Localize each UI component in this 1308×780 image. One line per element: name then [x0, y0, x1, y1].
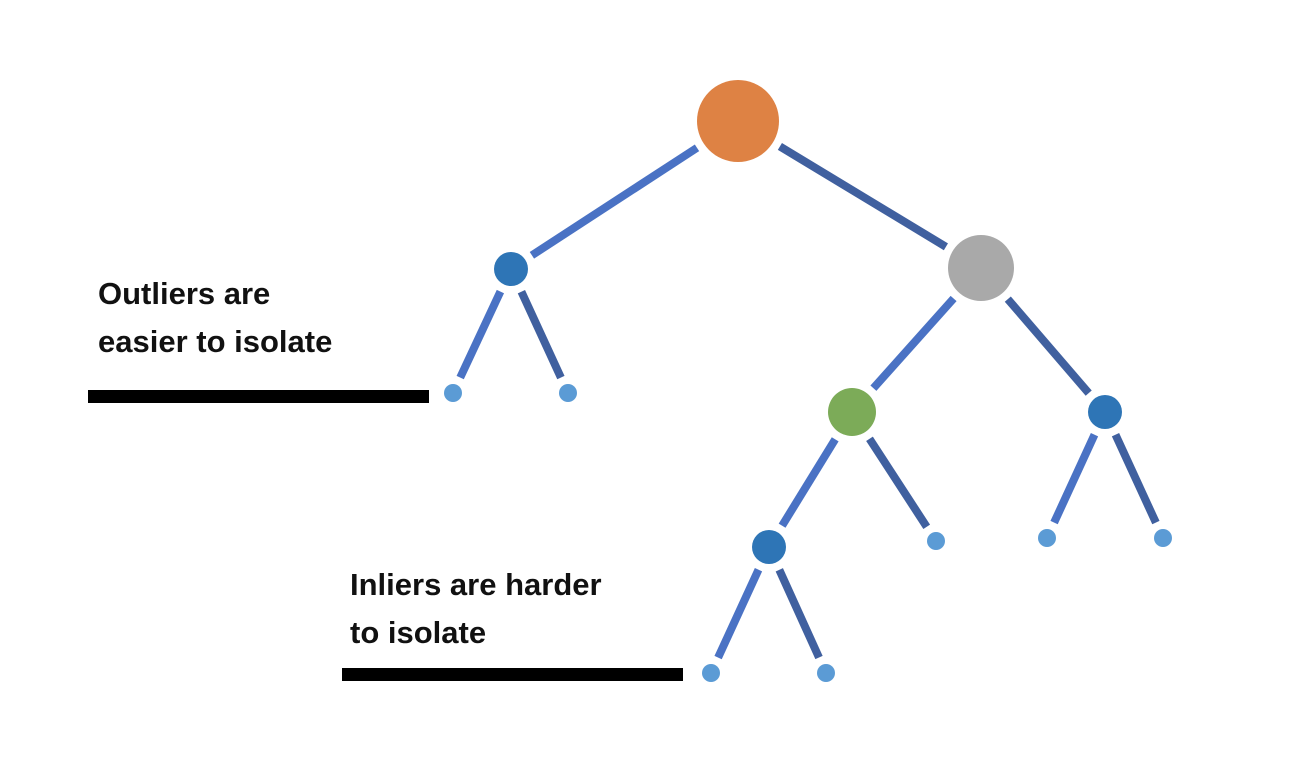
outliers-underline-bar [88, 390, 429, 403]
tree-edge-left-leaf-a [456, 289, 505, 380]
tree-edge-mid-leaf-e [775, 568, 823, 660]
tree-edge-left-leaf-b [517, 290, 565, 380]
tree-edge-green-mid [778, 437, 839, 528]
tree-edge-right-leaf-g [1111, 433, 1160, 525]
tree-edge-mid-leaf-d [714, 568, 763, 660]
inliers-underline-bar [342, 668, 683, 681]
tree-node-leaf-d [702, 664, 720, 682]
tree-node-mid [752, 530, 786, 564]
outliers-label: Outliers are easier to isolate [98, 276, 333, 359]
tree-node-green [828, 388, 876, 436]
tree-node-leaf-c [927, 532, 945, 550]
tree-edge-right-leaf-f [1050, 433, 1099, 525]
tree-edge-gray-green [870, 295, 957, 391]
tree-node-leaf-g [1154, 529, 1172, 547]
tree-edge-root-gray [777, 142, 948, 251]
tree-edge-green-leaf-c [866, 436, 931, 529]
tree-node-leaf-b [559, 384, 577, 402]
tree-edge-gray-right [1004, 296, 1092, 396]
tree-node-leaf-f [1038, 529, 1056, 547]
inliers-label: Inliers are harder to isolate [350, 567, 602, 650]
tree-edge-root-left [529, 144, 700, 259]
tree-node-leaf-a [444, 384, 462, 402]
tree-node-root [697, 80, 779, 162]
tree-node-right [1088, 395, 1122, 429]
tree-node-leaf-e [817, 664, 835, 682]
tree-node-gray [948, 235, 1014, 301]
tree-node-left [494, 252, 528, 286]
